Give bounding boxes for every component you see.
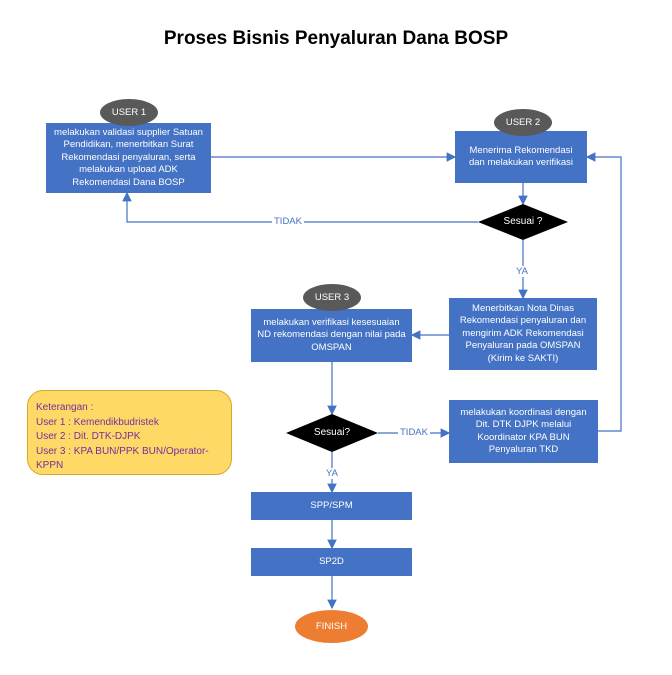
legend-item-user2: User 2 : Dit. DTK-DJPK [36, 431, 141, 442]
arrow-box5-box2 [585, 152, 622, 432]
decision1-label: Sesuai ? [503, 216, 543, 227]
box-sp2d: SP2D [251, 548, 412, 576]
ya-label-1: YA [514, 266, 530, 277]
box-user2-verifikasi: Menerima Rekomendasi dan melakukan verif… [455, 131, 587, 183]
box-user2-nota-dinas: Menerbitkan Nota Dinas Rekomendasi penya… [449, 298, 597, 370]
finish-terminal: FINISH [295, 610, 368, 643]
legend-item-user1: User 1 : Kemendikbudristek [36, 416, 159, 428]
decision2-label: Sesuai? [313, 427, 351, 438]
decision1-shape [478, 204, 568, 240]
legend-box: Keterangan : User 1 : Kemendikbudristek … [27, 390, 232, 475]
box-user1-validasi: melakukan validasi supplier Satuan Pendi… [46, 123, 211, 193]
tidak-label-1: TIDAK [272, 216, 304, 227]
decision2-shape [286, 414, 378, 452]
box-user3-verifikasi: melakukan verifikasi kesesuaian ND rekom… [251, 309, 412, 362]
user1-badge: USER 1 [100, 99, 158, 126]
box-spp-spm: SPP/SPM [251, 492, 412, 520]
user3-badge: USER 3 [303, 284, 361, 311]
legend-heading: Keterangan : [36, 402, 94, 413]
legend-item-user3: User 3 : KPA BUN/PPK BUN/Operator-KPPN [36, 445, 209, 472]
ya-label-2: YA [324, 468, 340, 479]
arrow-decision1-tidak [122, 191, 478, 223]
page-title: Proses Bisnis Penyaluran Dana BOSP [163, 28, 509, 49]
tidak-label-2: TIDAK [398, 427, 430, 438]
user2-badge: USER 2 [494, 109, 552, 136]
box-koordinasi: melakukan koordinasi dengan Dit. DTK DJP… [449, 400, 598, 463]
